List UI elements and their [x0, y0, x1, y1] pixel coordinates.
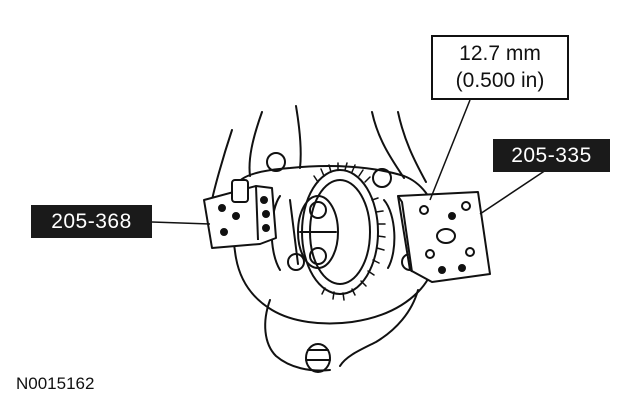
left-tool-plate	[203, 179, 277, 249]
housing-lower-2	[339, 289, 419, 367]
bolt-boss-2	[372, 168, 392, 188]
drain-plug	[305, 343, 331, 373]
tool-label-right-text: 205-335	[511, 144, 592, 167]
left-tool-post	[231, 179, 249, 203]
bolt-boss-4	[287, 253, 305, 271]
bolt-boss-1	[266, 152, 286, 172]
tool-label-left-text: 205-368	[51, 210, 132, 233]
spider-gear-top	[309, 201, 327, 219]
upper-arm-left	[211, 129, 233, 201]
leader-left-tool	[151, 221, 211, 225]
upper-arm-right2	[397, 111, 427, 183]
drain-plug-hex	[305, 349, 331, 361]
right-tool-plate	[397, 191, 491, 283]
diff-case	[297, 195, 339, 269]
spec-imperial: (0.500 in)	[455, 68, 545, 92]
spec-callout: 12.7 mm (0.500 in)	[431, 35, 569, 100]
upper-arm-mid2	[295, 105, 302, 169]
tool-label-205-368: 205-368	[31, 205, 152, 238]
upper-arm-right	[371, 111, 405, 179]
leader-spec	[429, 99, 471, 201]
ring-gear-teeth	[313, 162, 386, 301]
spider-gear-bottom	[309, 247, 327, 265]
spec-metric: 12.7 mm	[459, 42, 541, 66]
upper-arm-mid	[248, 111, 263, 177]
leader-right-tool	[479, 169, 547, 215]
bearing-cap-right	[383, 199, 396, 269]
figure-id: N0015162	[16, 374, 95, 393]
tool-label-205-335: 205-335	[493, 139, 610, 172]
